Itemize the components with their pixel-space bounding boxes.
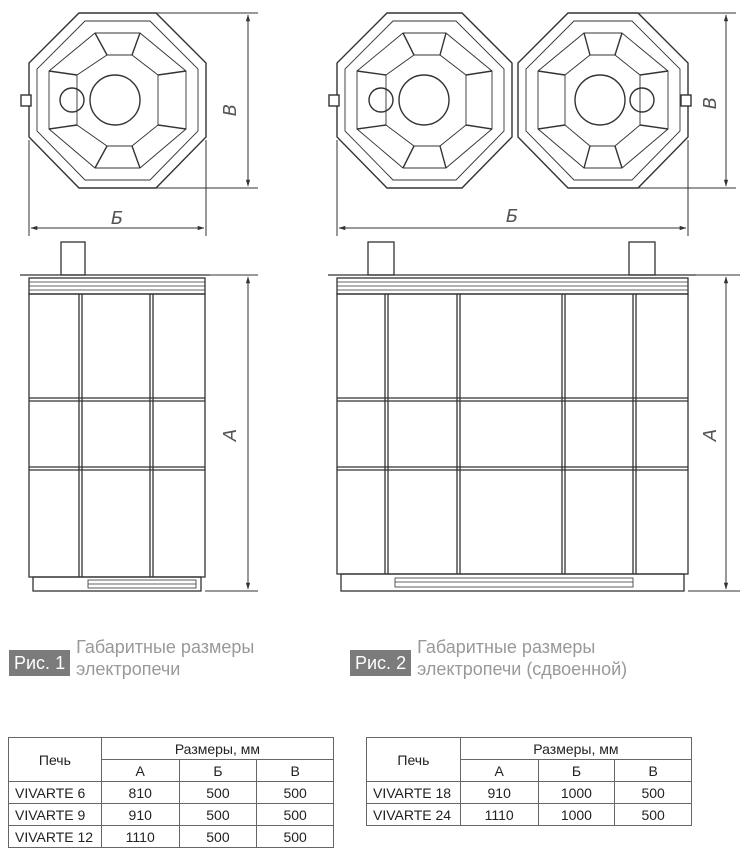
fig1-caption: Рис. 1 Габаритные размеры электропечи [9, 636, 254, 680]
fig1-badge: Рис. 1 [9, 650, 71, 676]
table1-sub-c: В [256, 759, 334, 782]
fig2-front-dimensions [688, 274, 740, 592]
table1-row1-a: 810 [100, 781, 180, 804]
table1-sub-a: А [100, 759, 180, 782]
table1-col-dims: Размеры, мм [100, 737, 335, 760]
fig2-caption: Рис. 2 Габаритные размеры электропечи (с… [350, 636, 627, 680]
dimensions-table-1: Печь Размеры, мм А Б В VIVARTE 6 810 500… [8, 737, 335, 848]
fig1-width-label: Б [111, 208, 123, 229]
table2-sub-a: А [459, 759, 539, 782]
table1-row3-b: 500 [178, 825, 258, 848]
fig1-depth-label: В [220, 104, 241, 116]
table-row: VIVARTE 24 1110 1000 500 [366, 803, 692, 826]
table2-sub-c: В [614, 759, 692, 782]
table2-row1-c: 500 [614, 781, 692, 804]
fig2-top-right-module [517, 12, 692, 189]
table1-row2-a: 910 [100, 803, 180, 826]
fig2-caption-text: Габаритные размеры электропечи (сдвоенно… [417, 636, 627, 680]
fig1-caption-line1: Габаритные размеры [76, 637, 255, 657]
table2-row1-name: VIVARTE 18 [366, 781, 461, 804]
table2-row2-c: 500 [614, 803, 692, 826]
table1-row3-a: 1110 [100, 825, 180, 848]
fig1-height-label: А [220, 429, 241, 442]
fig2-top-view [328, 12, 692, 189]
table1-row3-name: VIVARTE 12 [8, 825, 102, 848]
table1-row1-b: 500 [178, 781, 258, 804]
fig2-height-label: А [700, 429, 721, 442]
table-row: VIVARTE 18 910 1000 500 [366, 781, 692, 804]
fig1-caption-text: Габаритные размеры электропечи [76, 636, 254, 680]
fig1-front-view [20, 241, 210, 592]
table1-row3-c: 500 [256, 825, 334, 848]
fig2-front-view [328, 241, 696, 592]
table1-row2-c: 500 [256, 803, 334, 826]
fig2-badge: Рис. 2 [350, 650, 412, 676]
table1-sub-b: Б [178, 759, 258, 782]
fig1-caption-line2: электропечи [76, 659, 181, 679]
table1-row2-b: 500 [178, 803, 258, 826]
fig1-top-view [20, 12, 207, 189]
table2-col-dims: Размеры, мм [459, 737, 693, 760]
table1-row1-c: 500 [256, 781, 334, 804]
fig2-width-label: Б [506, 206, 518, 227]
table-row: VIVARTE 6 810 500 500 [8, 781, 334, 804]
table2-row1-b: 1000 [537, 781, 616, 804]
table2-row2-a: 1110 [459, 803, 539, 826]
table2-row1-a: 910 [459, 781, 539, 804]
fig1-front-dimensions [205, 274, 258, 592]
dimensions-table-2: Печь Размеры, мм А Б В VIVARTE 18 910 10… [366, 737, 693, 826]
table-row: VIVARTE 9 910 500 500 [8, 803, 334, 826]
table2-row2-b: 1000 [537, 803, 616, 826]
fig2-caption-line2: электропечи (сдвоенной) [417, 659, 628, 679]
fig2-caption-line1: Габаритные размеры [417, 637, 596, 657]
table2-sub-b: Б [537, 759, 616, 782]
fig2-top-dimensions [336, 12, 736, 236]
table1-col-oven: Печь [8, 737, 102, 782]
table2-col-oven: Печь [366, 737, 461, 782]
fig2-depth-label: В [700, 97, 721, 109]
table1-row1-name: VIVARTE 6 [8, 781, 102, 804]
table1-row2-name: VIVARTE 9 [8, 803, 102, 826]
fig2-top-left-module [328, 12, 513, 189]
table2-row2-name: VIVARTE 24 [366, 803, 461, 826]
table-row: VIVARTE 12 1110 500 500 [8, 825, 334, 848]
fig1-top-dimensions [28, 12, 258, 236]
